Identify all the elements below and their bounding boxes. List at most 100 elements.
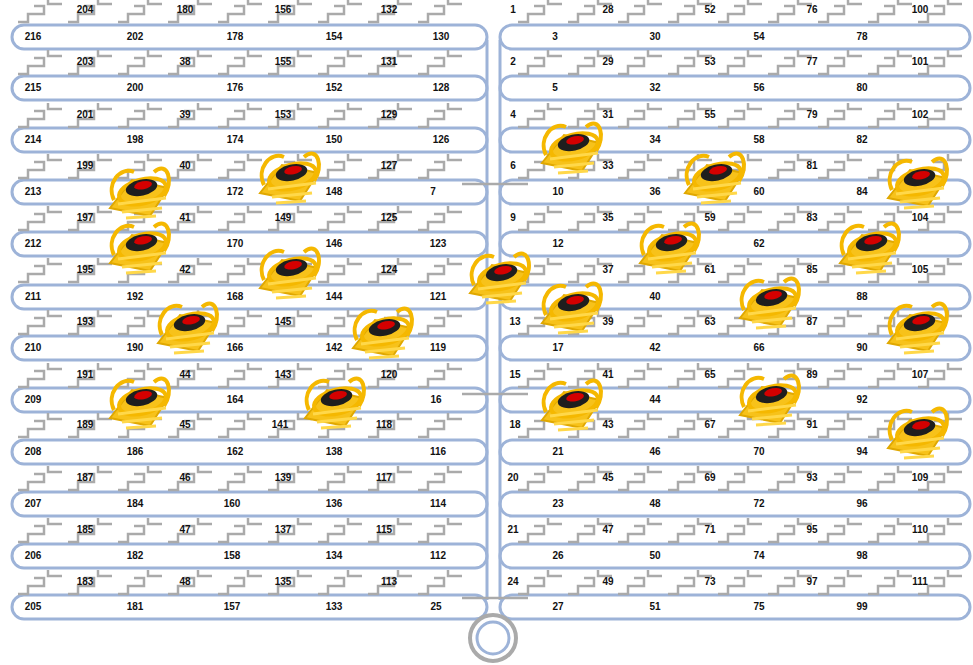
slot-number: 79 xyxy=(806,109,817,121)
maze-step xyxy=(768,466,812,490)
slot-number: 191 xyxy=(77,369,94,381)
lane-outline xyxy=(12,285,487,309)
maze-step xyxy=(418,310,462,334)
slot-number: 40 xyxy=(649,291,660,303)
slot-number: 23 xyxy=(552,498,563,510)
lane-outline xyxy=(500,544,970,568)
slot-number: 28 xyxy=(602,4,613,16)
slot-number: 31 xyxy=(602,109,613,121)
maze-step xyxy=(768,50,812,74)
maze-step xyxy=(218,363,262,387)
slot-number: 116 xyxy=(430,446,446,458)
slot-number: 117 xyxy=(376,472,392,484)
maze-step xyxy=(18,363,62,387)
maze-step xyxy=(518,50,562,74)
slot-number: 176 xyxy=(227,82,244,94)
slot-number: 123 xyxy=(430,238,447,250)
slot-number: 114 xyxy=(430,498,446,510)
maze-step xyxy=(168,154,212,178)
slot-number: 107 xyxy=(912,369,929,381)
slot-number: 77 xyxy=(806,56,817,68)
slot-number: 96 xyxy=(856,498,867,510)
maze-step xyxy=(68,363,112,387)
maze-step xyxy=(418,258,462,282)
slot-number: 20 xyxy=(507,472,518,484)
slot-number: 121 xyxy=(430,291,447,303)
slot-number: 119 xyxy=(430,342,446,354)
maze-step xyxy=(68,413,112,437)
lane-outline xyxy=(12,544,487,568)
maze-step xyxy=(168,0,212,22)
maze-step xyxy=(368,258,412,282)
maze-step xyxy=(618,570,662,594)
slot-number: 45 xyxy=(179,419,190,431)
maze-step xyxy=(118,0,162,22)
maze-step xyxy=(168,363,212,387)
maze-step xyxy=(868,466,912,490)
lane-outline xyxy=(12,492,487,516)
slot-number: 203 xyxy=(77,56,94,68)
maze-step xyxy=(718,103,762,127)
slot-number: 40 xyxy=(179,160,190,172)
maze-step xyxy=(318,50,362,74)
maze-step xyxy=(318,206,362,230)
slot-number: 43 xyxy=(602,419,613,431)
maze-step xyxy=(768,154,812,178)
maze-step xyxy=(168,50,212,74)
slot-number: 207 xyxy=(25,498,42,510)
slot-number: 84 xyxy=(856,186,867,198)
slot-number: 132 xyxy=(381,4,398,16)
maze-step xyxy=(718,363,762,387)
maze-step xyxy=(18,154,62,178)
slot-number: 155 xyxy=(275,56,292,68)
slot-number: 127 xyxy=(381,160,398,172)
slot-number: 162 xyxy=(227,446,244,458)
lane-outline xyxy=(12,440,487,464)
maze-step xyxy=(518,103,562,127)
maze-step xyxy=(418,363,462,387)
slot-number: 110 xyxy=(912,524,928,536)
slot-number: 32 xyxy=(649,82,660,94)
slot-number: 134 xyxy=(326,550,343,562)
maze-step xyxy=(418,103,462,127)
slot-number: 50 xyxy=(649,550,660,562)
slot-number: 44 xyxy=(179,369,190,381)
maze-step xyxy=(68,0,112,22)
maze-step xyxy=(418,206,462,230)
maze-step xyxy=(718,0,762,22)
maze-step xyxy=(168,258,212,282)
slot-number: 181 xyxy=(127,601,144,613)
slot-number: 178 xyxy=(227,31,244,43)
maze-step xyxy=(868,50,912,74)
maze-step xyxy=(118,154,162,178)
maze-step xyxy=(268,466,312,490)
maze-step xyxy=(368,50,412,74)
maze-step xyxy=(318,0,362,22)
lane-outline xyxy=(12,128,487,152)
lane-outline xyxy=(500,492,970,516)
maze-step xyxy=(418,466,462,490)
maze-step xyxy=(818,518,862,542)
slot-number: 47 xyxy=(602,524,613,536)
maze-step xyxy=(868,518,912,542)
slot-number: 200 xyxy=(127,82,144,94)
slot-number: 30 xyxy=(649,31,660,43)
slot-number: 145 xyxy=(275,316,292,328)
maze-step xyxy=(618,103,662,127)
maze-step xyxy=(818,363,862,387)
maze-step xyxy=(168,518,212,542)
maze-step xyxy=(168,103,212,127)
slot-number: 61 xyxy=(704,264,715,276)
slot-number: 12 xyxy=(552,238,563,250)
slot-number: 59 xyxy=(704,212,715,224)
slot-number: 75 xyxy=(753,601,764,613)
maze-step xyxy=(18,466,62,490)
maze-step xyxy=(368,154,412,178)
slot-number: 213 xyxy=(25,186,42,198)
maze-step xyxy=(418,570,462,594)
maze-step xyxy=(168,206,212,230)
slot-number: 42 xyxy=(649,342,660,354)
slot-number: 115 xyxy=(376,524,392,536)
maze-step xyxy=(268,0,312,22)
